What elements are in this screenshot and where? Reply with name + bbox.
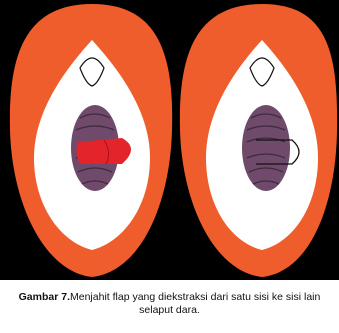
caption-text: Menjahit flap yang diekstraksi dari satu… (70, 291, 320, 316)
caption-lead: Gambar 7. (19, 291, 70, 303)
right-hymen-mass (242, 105, 290, 191)
figure-caption: Gambar 7.Menjahit flap yang diekstraksi … (4, 291, 335, 317)
left-flap (76, 138, 131, 164)
hymen-flap-illustration (0, 0, 339, 280)
